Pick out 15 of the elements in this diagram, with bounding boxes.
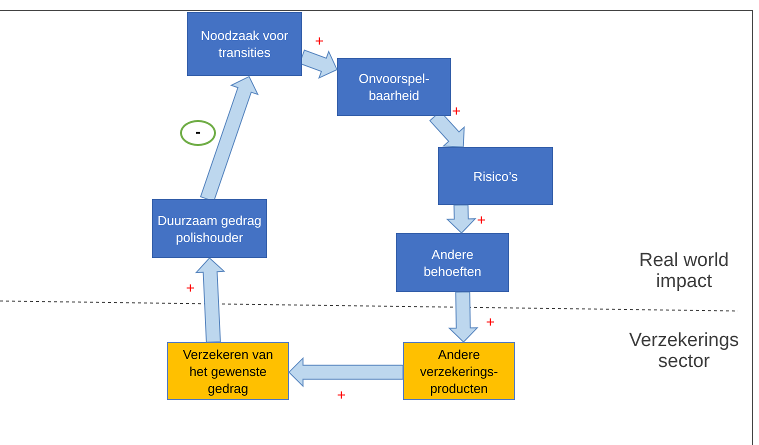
zone-label: Verzekerings sector [628,330,740,372]
process-box: Andere behoeften [396,233,509,292]
process-box: Noodzaak voor transities [187,12,302,76]
zone-label: Real world impact [638,250,730,292]
block-arrow [200,76,259,202]
process-box: Verzekeren van het gewenste gedrag [167,342,289,400]
process-box: Risico’s [438,147,553,205]
block-arrow [446,204,477,234]
process-box: Andere verzekerings-producten [403,342,515,400]
block-arrow [288,357,404,388]
block-arrow [195,257,226,343]
process-box: Duurzaam gedrag polishouder [152,199,267,258]
process-box: Onvoorspel-baarheid [337,58,451,116]
edge-label: - [180,120,216,146]
block-arrow [448,291,478,343]
